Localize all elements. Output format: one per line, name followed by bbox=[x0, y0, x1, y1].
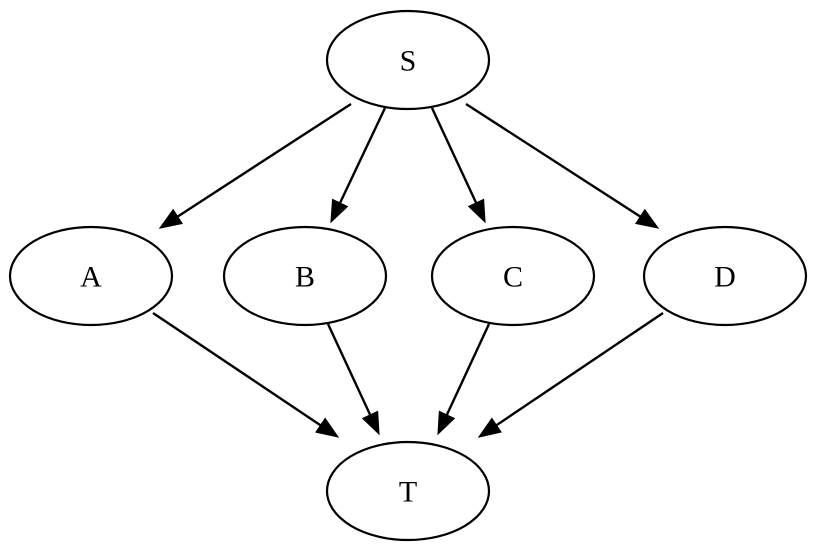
node-ellipse[interactable] bbox=[222, 225, 388, 327]
edge-b-to-t bbox=[326, 323, 380, 436]
node-c[interactable]: C bbox=[430, 225, 596, 327]
edge-line bbox=[465, 102, 644, 220]
node-d[interactable]: D bbox=[642, 225, 808, 327]
node-label: S bbox=[400, 45, 417, 78]
edge-s-to-b bbox=[330, 107, 387, 224]
edge-line bbox=[337, 107, 387, 207]
edge-line bbox=[444, 323, 491, 419]
node-b[interactable]: B bbox=[222, 225, 388, 327]
node-s[interactable]: S bbox=[325, 9, 491, 111]
arrowhead-icon bbox=[467, 198, 486, 224]
node-label: C bbox=[503, 261, 523, 294]
edge-line bbox=[326, 323, 373, 419]
node-label: D bbox=[714, 261, 736, 294]
edge-c-to-t bbox=[437, 323, 491, 436]
node-ellipse[interactable] bbox=[642, 225, 808, 327]
arrowhead-icon bbox=[635, 208, 660, 229]
node-a[interactable]: A bbox=[8, 225, 174, 327]
arrowhead-icon bbox=[477, 417, 502, 438]
edge-a-to-t bbox=[152, 312, 340, 438]
edge-line bbox=[174, 102, 352, 220]
edge-s-to-d bbox=[465, 102, 660, 229]
node-label: T bbox=[399, 476, 417, 509]
node-label: B bbox=[295, 261, 315, 294]
edge-line bbox=[430, 107, 479, 207]
arrowhead-icon bbox=[437, 410, 456, 436]
arrowhead-icon bbox=[158, 208, 183, 229]
node-ellipse[interactable] bbox=[430, 225, 596, 327]
edges-layer bbox=[152, 102, 664, 438]
edge-line bbox=[152, 312, 324, 428]
arrowhead-icon bbox=[330, 198, 349, 224]
node-t[interactable]: T bbox=[325, 440, 491, 542]
node-ellipse[interactable] bbox=[325, 9, 491, 111]
node-label: A bbox=[80, 261, 102, 294]
edge-d-to-t bbox=[477, 312, 664, 438]
edge-s-to-c bbox=[430, 107, 486, 224]
edge-line bbox=[493, 312, 664, 428]
node-ellipse[interactable] bbox=[325, 440, 491, 542]
nodes-layer: S A B C D T bbox=[8, 9, 808, 542]
edge-s-to-a bbox=[158, 102, 352, 229]
arrowhead-icon bbox=[315, 417, 340, 438]
arrowhead-icon bbox=[361, 410, 380, 436]
node-ellipse[interactable] bbox=[8, 225, 174, 327]
